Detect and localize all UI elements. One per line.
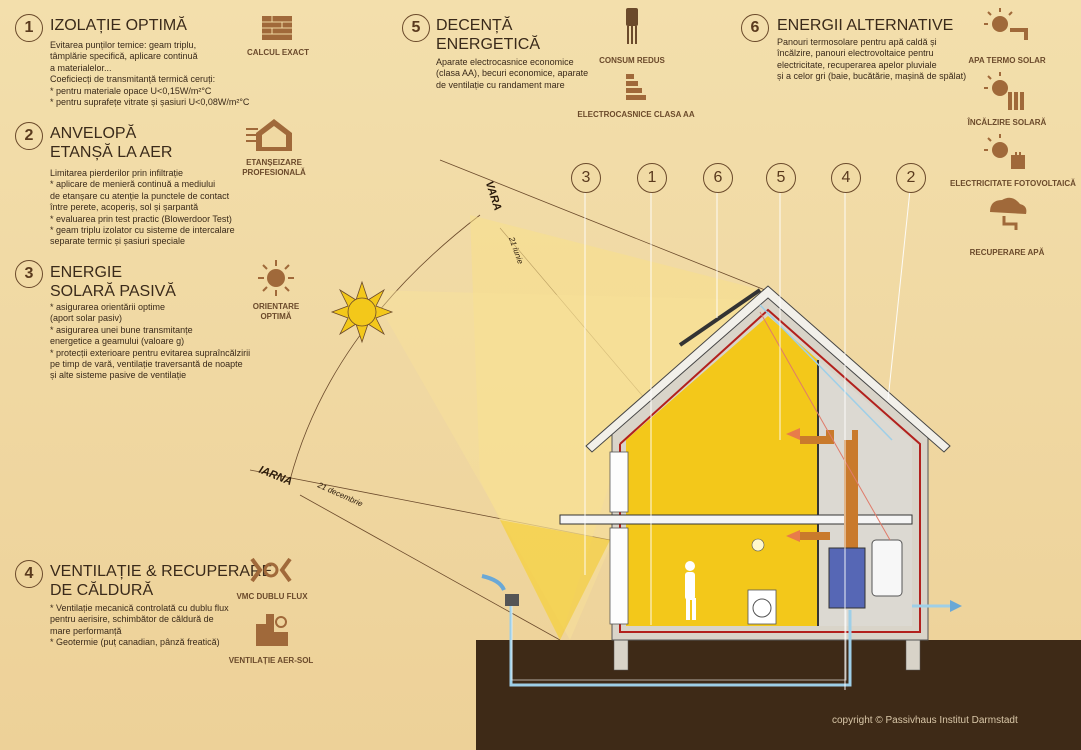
solar-heating-icon	[984, 72, 1024, 110]
icon-label: APA TERMO SOLAR	[968, 56, 1046, 65]
icon-label: ELECTROCASNICE CLASA AA	[577, 110, 695, 119]
section-number: 3	[15, 260, 43, 288]
brick-wall-icon	[262, 16, 292, 40]
house-marker-2: 2	[896, 163, 926, 193]
summer-ray-line	[439, 159, 771, 293]
winter-light-beam	[500, 520, 610, 640]
icon-label: CALCUL EXACT	[246, 48, 310, 57]
house-marker-1: 1	[637, 163, 667, 193]
house-marker-4: 4	[831, 163, 861, 193]
upper-floor-service	[818, 360, 912, 515]
energy-bulb-icon	[626, 8, 638, 44]
fan-icon	[250, 557, 292, 583]
section-text: Aparate electrocasnice economice(clasa A…	[436, 57, 589, 90]
photovoltaic-icon	[984, 134, 1025, 169]
section-number: 5	[402, 14, 430, 42]
person-figure	[685, 561, 696, 620]
inlet-arrow	[481, 574, 506, 591]
solar-water-icon	[984, 8, 1028, 40]
ground-air-icon	[256, 614, 288, 646]
water-tank	[871, 539, 903, 597]
icon-label: VMC DUBLU FLUX	[236, 592, 308, 601]
heat-exchanger	[828, 547, 866, 609]
washing-machine	[747, 589, 777, 625]
icon-label: RECUPERARE APĂ	[969, 248, 1045, 257]
solar-panel	[678, 288, 762, 347]
winter-ray-lower	[299, 494, 561, 641]
section-text: * Ventilație mecanică controlată cu dubl…	[50, 603, 229, 648]
ground	[476, 640, 1081, 750]
house-marker-6: 6	[703, 163, 733, 193]
icon-label: CONSUM REDUS	[599, 56, 665, 65]
energy-class-icon	[626, 74, 646, 100]
roof	[585, 285, 951, 453]
section-number: 6	[741, 14, 769, 42]
section-number: 1	[15, 14, 43, 42]
section-text: Limitarea pierderilor prin infiltrație* …	[50, 168, 235, 247]
sun-path-arc	[289, 214, 481, 481]
house-marker-5: 5	[766, 163, 796, 193]
sun-icon	[330, 280, 394, 344]
copyright: copyright © Passivhaus Institut Darmstad…	[832, 715, 1018, 726]
rain-water-icon	[990, 197, 1027, 230]
upper-floor-room	[626, 316, 818, 515]
airtight-house-icon	[246, 119, 292, 151]
floor-slab	[559, 514, 913, 525]
ground-air-pipe	[509, 600, 852, 687]
section-number: 2	[15, 122, 43, 150]
upper-window	[609, 451, 629, 513]
icon-label: VENTILAȚIE AER-SOL	[228, 656, 314, 665]
ground-floor-room	[626, 524, 818, 626]
light-bulb	[751, 538, 765, 552]
section-title: ENERGII ALTERNATIVE	[777, 17, 954, 34]
icon-label: ÎNCĂLZIRE SOLARĂ	[967, 118, 1047, 127]
sun-orientation-icon	[258, 260, 294, 296]
outlet-arrow	[950, 600, 962, 612]
house-marker-3: 3	[571, 163, 601, 193]
section-title: IZOLAȚIE OPTIMĂ	[50, 17, 187, 34]
section-text: Evitarea punților temice: geam triplu,tâ…	[50, 40, 250, 108]
section-text: * asigurarea orientării optime (aport so…	[50, 302, 251, 381]
light-beam-inner	[370, 290, 760, 640]
lower-window	[609, 527, 629, 625]
icon-label: ELECTRICITATE FOTOVOLTAICĂ	[950, 179, 1076, 188]
section-number: 4	[15, 560, 43, 588]
